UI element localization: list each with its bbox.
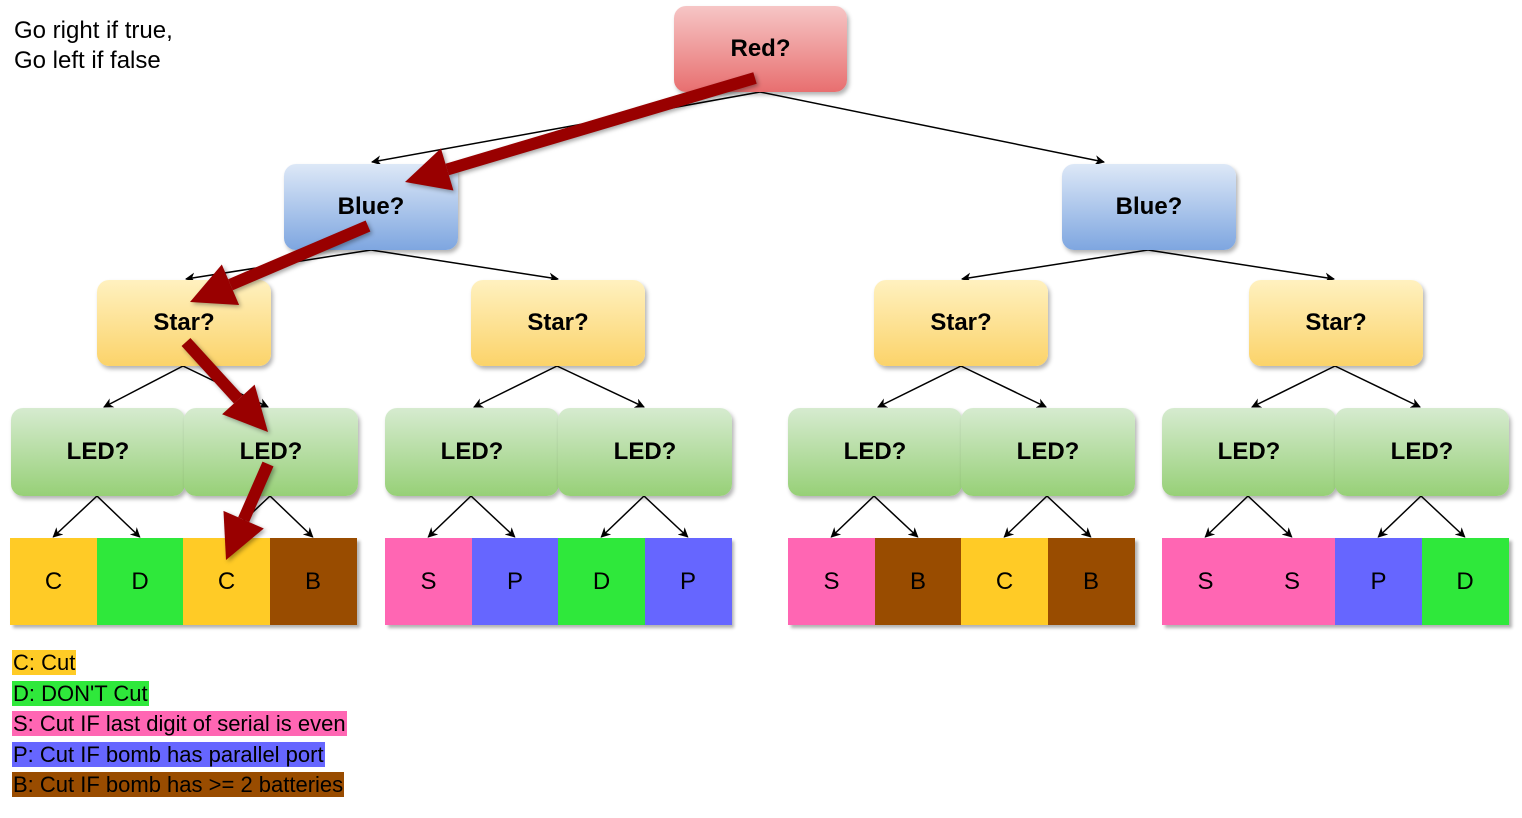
legend-text-c: C: Cut (12, 650, 77, 675)
edge-arrow (269, 495, 314, 538)
node-label: LED? (843, 438, 907, 465)
edge-arrow (1003, 495, 1048, 538)
edge-arrow (470, 495, 516, 538)
edge-arrow (370, 249, 559, 283)
legend-text-d: D: DON'T Cut (12, 680, 149, 706)
leaf-c: C (10, 538, 97, 625)
legend-item-c: C: Cut (12, 648, 347, 679)
edge-arrow (556, 365, 645, 408)
leaf-d: D (558, 538, 645, 625)
path-arrow (190, 220, 371, 305)
edge-arrow (96, 495, 141, 538)
edge-arrow (52, 495, 98, 538)
node-led-question-2: LED? (184, 408, 358, 496)
edge-arrow (961, 249, 1149, 283)
leaf-s: S (788, 538, 875, 625)
node-led-question-5: LED? (788, 408, 962, 496)
legend-item-s: S: Cut IF last digit of serial is even (12, 709, 347, 740)
node-led-question-1: LED? (11, 408, 185, 496)
node-label: LED? (239, 438, 303, 465)
leaf-p: P (1335, 538, 1422, 625)
node-red-question: Red? (674, 6, 847, 92)
legend-item-b: B: Cut IF bomb has >= 2 batteries (12, 770, 347, 801)
instructions-text: Go right if true, Go left if false (14, 16, 173, 76)
edge-arrow (1204, 495, 1249, 538)
edge-arrow (473, 365, 558, 408)
edge-arrow (877, 365, 962, 408)
node-label: Star? (1305, 309, 1367, 336)
leaf-s: S (385, 538, 472, 625)
leaf-b: B (269, 538, 357, 625)
node-star-question-4: Star? (1249, 280, 1423, 366)
node-label: LED? (613, 438, 677, 465)
leaf-c: C (961, 538, 1048, 625)
node-star-question-3: Star? (874, 280, 1048, 366)
node-star-question-2: Star? (471, 280, 645, 366)
node-label: LED? (1016, 438, 1080, 465)
legend-item-p: P: Cut IF bomb has parallel port (12, 740, 347, 771)
edge-arrow (1377, 495, 1422, 538)
leaf-p: P (471, 538, 559, 625)
edge-arrow (600, 495, 645, 538)
edge-arrow (830, 495, 875, 538)
node-label: LED? (1390, 438, 1454, 465)
leaf-d: D (96, 538, 184, 625)
legend-text-s: S: Cut IF last digit of serial is even (12, 711, 347, 736)
edge-arrow (1251, 365, 1336, 408)
node-label: Blue? (337, 193, 405, 220)
path-arrow (405, 72, 757, 191)
edge-arrow (1334, 365, 1421, 408)
edge-arrow (1247, 495, 1293, 538)
node-led-question-4: LED? (558, 408, 732, 496)
leaf-b: B (874, 538, 962, 625)
node-star-question-1: Star? (97, 280, 271, 366)
node-label: Star? (527, 309, 589, 336)
node-blue-question-left: Blue? (284, 164, 458, 250)
edge-arrow (1420, 495, 1466, 538)
edge-arrow (427, 495, 472, 538)
edge-arrow (371, 91, 761, 166)
edge-arrow (1147, 249, 1335, 283)
node-led-question-6: LED? (961, 408, 1135, 496)
edge-arrow (960, 365, 1047, 408)
edge-arrow (873, 495, 919, 538)
node-label: LED? (440, 438, 504, 465)
legend: C: Cut D: DON'T Cut S: Cut IF last digit… (12, 648, 347, 801)
node-label: LED? (1217, 438, 1281, 465)
node-label: Star? (930, 309, 992, 336)
legend-text-p: P: Cut IF bomb has parallel port (12, 741, 325, 767)
leaf-d: D (1421, 538, 1509, 625)
edge-arrow (643, 495, 689, 538)
node-label: Star? (153, 309, 215, 336)
node-led-question-7: LED? (1162, 408, 1336, 496)
path-arrow (181, 337, 268, 432)
node-label: Blue? (1115, 193, 1183, 220)
node-label: LED? (66, 438, 130, 465)
edge-arrow (1046, 495, 1092, 538)
path-arrow (223, 461, 274, 560)
leaf-p: P (644, 538, 732, 625)
instruction-line-true: Go right if true, (14, 17, 173, 44)
leaf-s: S (1248, 538, 1336, 625)
node-led-question-3: LED? (385, 408, 559, 496)
leaf-b: B (1047, 538, 1135, 625)
edge-arrow (759, 91, 1105, 166)
legend-item-d: D: DON'T Cut (12, 679, 347, 710)
leaf-s: S (1162, 538, 1249, 625)
node-blue-question-right: Blue? (1062, 164, 1236, 250)
legend-text-b: B: Cut IF bomb has >= 2 batteries (12, 772, 345, 797)
instruction-line-false: Go left if false (14, 47, 161, 74)
node-led-question-8: LED? (1335, 408, 1509, 496)
node-label: Red? (730, 35, 791, 62)
edge-arrow (103, 365, 184, 408)
